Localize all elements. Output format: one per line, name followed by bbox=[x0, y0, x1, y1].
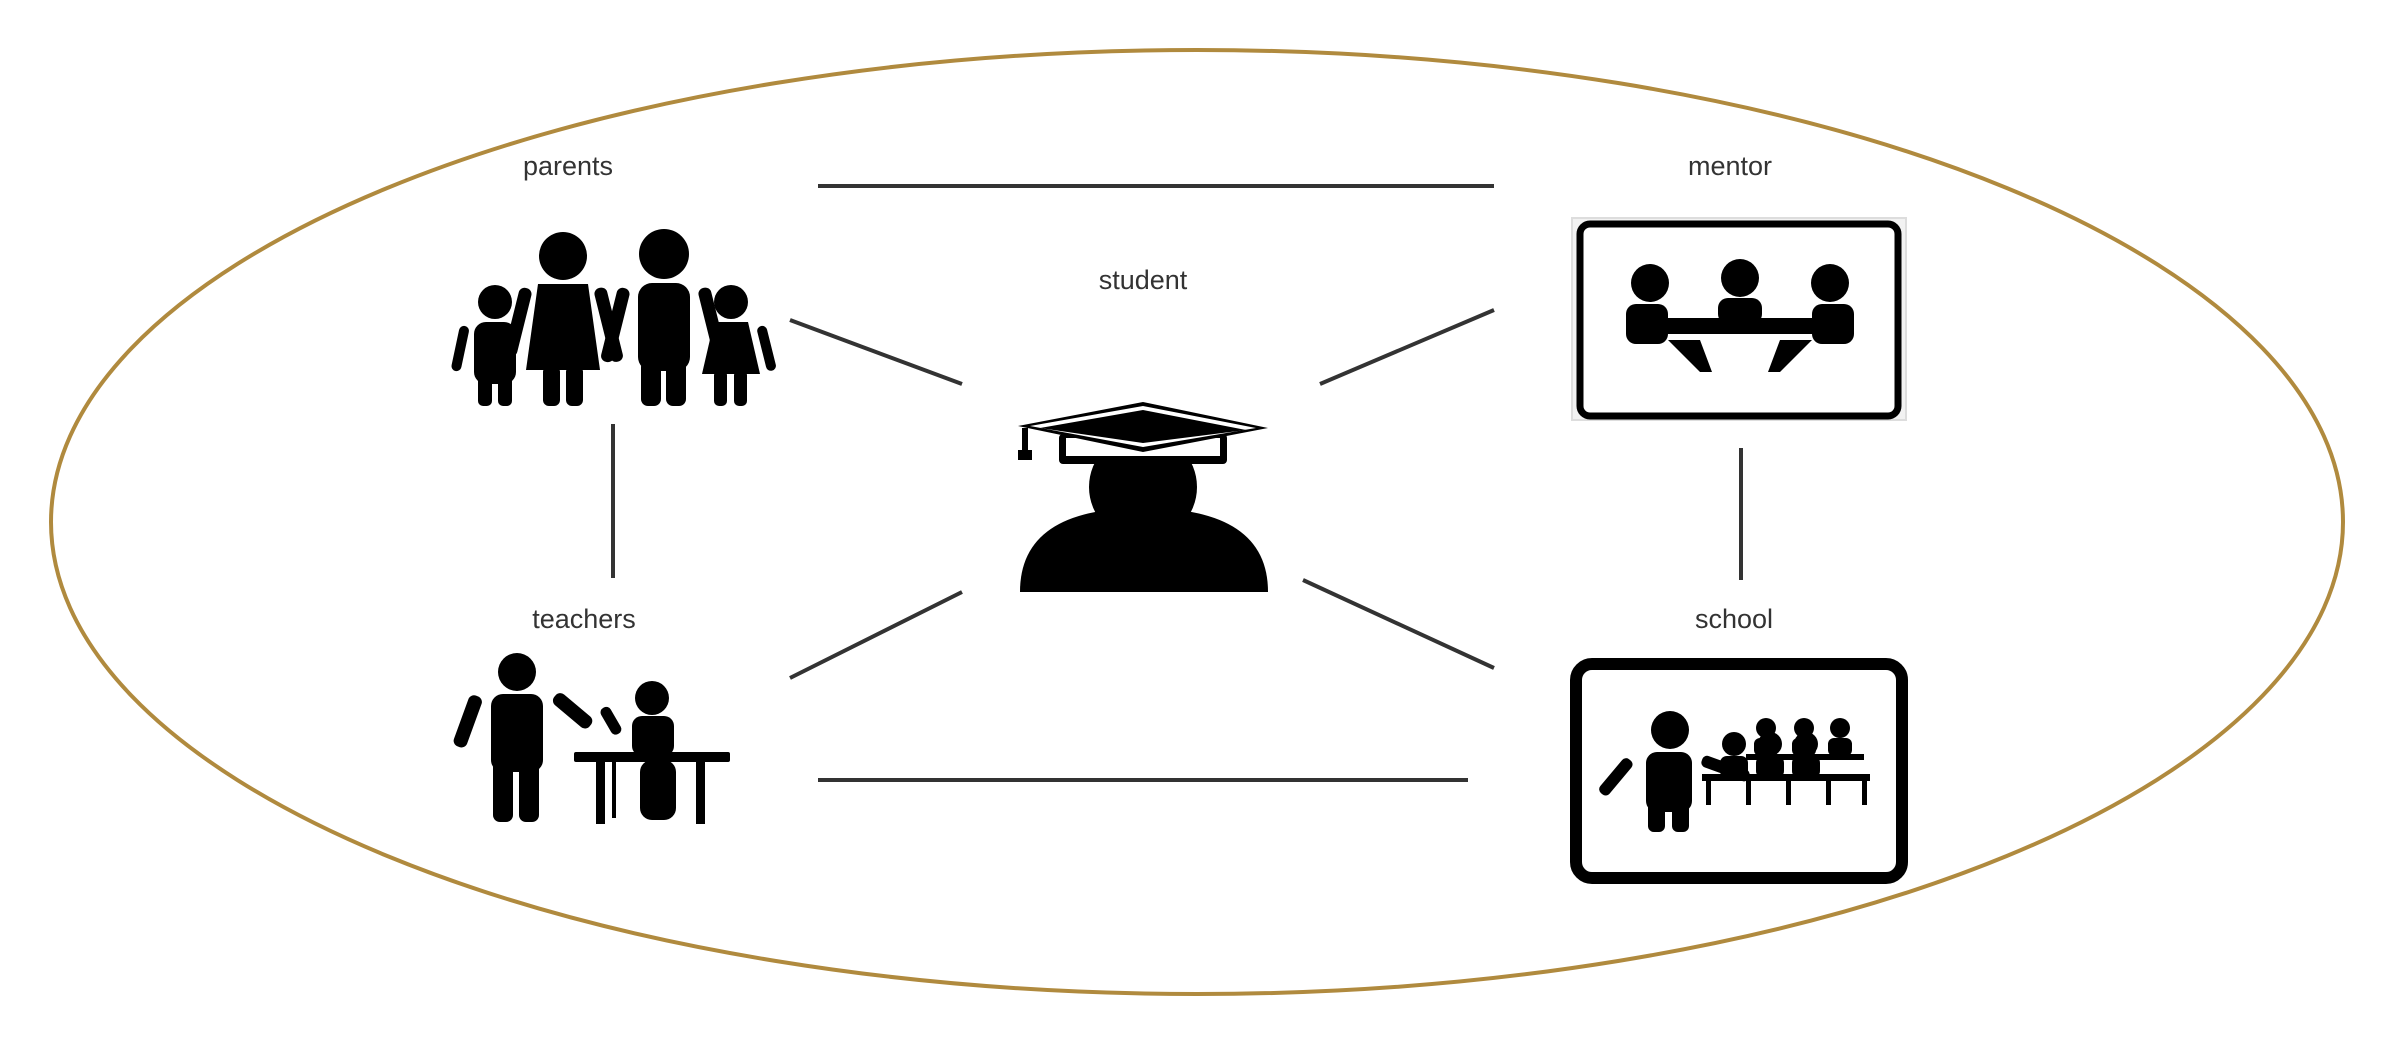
node-parents: parents bbox=[451, 151, 776, 406]
meeting-icon bbox=[1571, 217, 1907, 421]
family-icon bbox=[451, 229, 776, 406]
student-label: student bbox=[1099, 265, 1188, 295]
school-label: school bbox=[1695, 604, 1773, 634]
boundary-ellipse bbox=[49, 48, 2345, 996]
teachers-label: teachers bbox=[532, 604, 636, 634]
node-student: student bbox=[1018, 265, 1268, 592]
connector-lines bbox=[611, 184, 1743, 782]
node-mentor: mentor bbox=[1571, 151, 1907, 421]
node-teachers: teachers bbox=[453, 604, 730, 824]
link-school-student bbox=[1302, 578, 1495, 670]
classroom-icon bbox=[1570, 658, 1908, 884]
link-mentor-student bbox=[1319, 308, 1495, 386]
parents-label: parents bbox=[523, 151, 613, 181]
link-parents-student bbox=[789, 318, 963, 386]
mentor-label: mentor bbox=[1688, 151, 1772, 181]
node-school: school bbox=[1570, 604, 1908, 884]
link-teachers-student bbox=[789, 590, 963, 680]
graduate-icon bbox=[1018, 402, 1268, 592]
teacher-icon bbox=[453, 653, 730, 824]
